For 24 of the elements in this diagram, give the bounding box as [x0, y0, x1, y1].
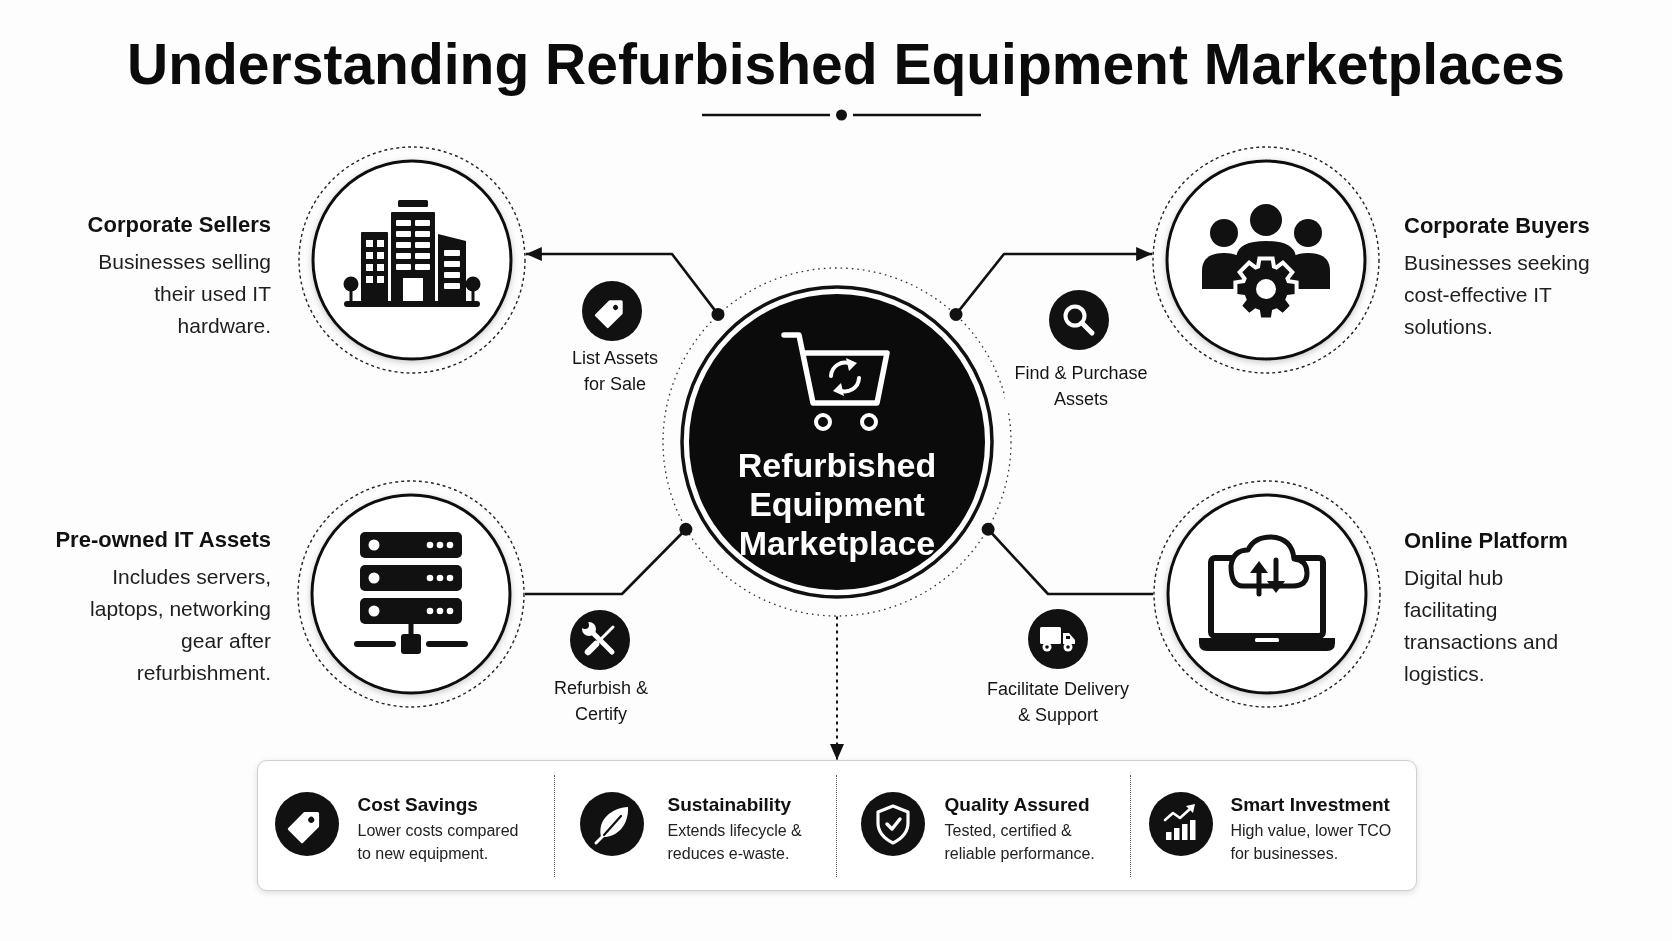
arrow: [525, 247, 725, 321]
arrow: [949, 247, 1153, 321]
node-description: Digital hub facilitating transactions and logistics.: [1404, 565, 1560, 687]
feature-description: Extends lifecycle & reduces e-waste.: [667, 821, 803, 864]
feature-description: Tested, certified & reliable performance.: [944, 821, 1096, 864]
features-panel: [257, 760, 1417, 891]
feature-heading: Smart Investment: [1230, 792, 1390, 817]
feature-description: Lower costs compared to new equipment.: [357, 821, 520, 864]
node-heading: Online Platform: [1404, 527, 1568, 555]
dashed-arrow: [830, 615, 844, 761]
page-title: Understanding Refurbished Equipment Marketplaces: [127, 31, 1565, 97]
node-description: Businesses selling their used IT hardware.: [97, 249, 271, 339]
feature-heading: Sustainability: [667, 792, 792, 817]
node-heading: Corporate Buyers: [1404, 212, 1590, 240]
feature-heading: Cost Savings: [357, 792, 478, 817]
hub-title: Refurbished Equipment Marketplace: [736, 446, 938, 563]
node-heading: Corporate Sellers: [87, 211, 271, 239]
node-description: Includes servers, laptops, networking gear after refurbishment.: [89, 564, 271, 686]
node-heading: Pre-owned IT Assets: [55, 526, 271, 554]
feature-heading: Quality Assured: [944, 792, 1090, 817]
connector-line: [525, 522, 693, 596]
node-description: Businesses seeking cost-effective IT solutions.: [1404, 250, 1591, 340]
feature-description: High value, lower TCO for businesses.: [1230, 821, 1393, 864]
connector-line: [981, 522, 1153, 596]
